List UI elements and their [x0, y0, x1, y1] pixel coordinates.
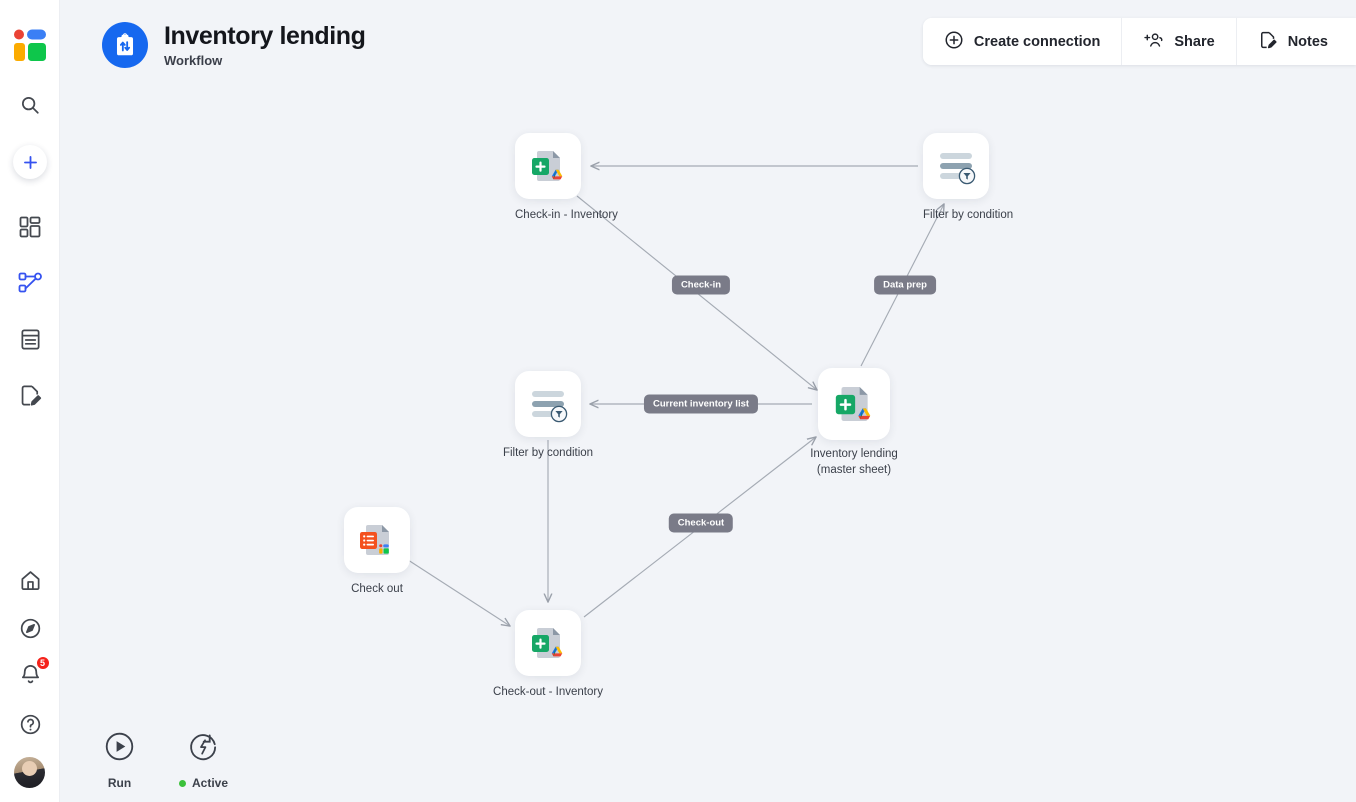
google-sheets-drive-icon	[532, 628, 563, 658]
add-icon[interactable]	[13, 145, 47, 179]
page-header: Inventory lending Workflow Create connec…	[60, 0, 1356, 88]
google-forms-app-icon	[360, 525, 389, 555]
google-sheets-drive-icon	[835, 386, 871, 422]
node-label-check-in-inventory: Check-in - Inventory	[515, 209, 618, 221]
avatar[interactable]	[14, 757, 45, 788]
node-master-sheet[interactable]	[818, 368, 890, 440]
compass-icon[interactable]	[0, 615, 60, 641]
main-area: Inventory lending Workflow Create connec…	[60, 0, 1356, 802]
edge-label-check-in: Check-in	[671, 275, 731, 295]
document-icon[interactable]	[0, 326, 60, 352]
edge-label-check-out: Check-out	[668, 513, 734, 533]
filter-rows-icon	[532, 391, 568, 423]
create-connection-button[interactable]: Create connection	[922, 18, 1123, 65]
page-title: Inventory lending	[164, 22, 366, 51]
plus-circle-icon	[944, 30, 964, 54]
bell-icon[interactable]: 5	[0, 656, 60, 689]
node-label-check-out-form: Check out	[351, 583, 403, 595]
edge-label-current-inventory-list: Current inventory list	[643, 394, 759, 414]
node-label-filter-by-condition-middle: Filter by condition	[502, 447, 594, 459]
edge-label-data-prep: Data prep	[874, 275, 936, 295]
status-label-wrap: Active	[179, 776, 228, 790]
node-filter-by-condition-middle[interactable]	[515, 371, 581, 437]
page-subtitle: Workflow	[164, 52, 223, 68]
node-label-check-out-inventory: Check-out - Inventory	[493, 686, 603, 698]
status-dot	[179, 779, 186, 787]
node-check-out-form[interactable]	[344, 507, 410, 573]
header-actions: Create connection Share	[922, 18, 1356, 65]
create-connection-label: Create connection	[973, 33, 1101, 50]
app-logo[interactable]	[13, 28, 47, 62]
sidebar: 5	[0, 0, 60, 802]
share-button[interactable]: Share	[1122, 18, 1237, 65]
title-block: Inventory lending Workflow	[102, 22, 366, 68]
clipboard-transfer-icon	[102, 22, 148, 68]
play-circle-icon	[104, 731, 135, 767]
search-icon[interactable]	[0, 92, 60, 118]
home-icon[interactable]	[0, 567, 60, 593]
status-label: Active	[192, 776, 229, 790]
notes-label: Notes	[1287, 33, 1328, 50]
node-check-out-inventory[interactable]	[515, 610, 581, 676]
workflow-canvas[interactable]: Check-in - Inventory Filter by condition	[60, 0, 1356, 802]
node-label-master-sheet: Inventory lending (master sheet)	[810, 448, 898, 476]
note-edit-icon	[1258, 30, 1278, 54]
canvas-controls: Run Active	[104, 731, 228, 790]
run-button[interactable]: Run	[104, 731, 135, 790]
run-label: Run	[107, 776, 132, 790]
node-check-in-inventory[interactable]	[515, 133, 581, 199]
add-people-icon	[1143, 30, 1164, 54]
sidebar-item-workflows[interactable]	[0, 270, 60, 296]
auto-refresh-icon	[188, 731, 219, 767]
edit-document-icon[interactable]	[0, 382, 60, 408]
node-label-filter-by-condition-top: Filter by condition	[923, 209, 1014, 221]
help-icon[interactable]	[0, 711, 60, 737]
google-sheets-drive-icon	[532, 151, 563, 181]
filter-rows-icon	[940, 153, 976, 185]
share-label: Share	[1174, 33, 1215, 50]
status-active[interactable]: Active	[179, 731, 228, 790]
notes-button[interactable]: Notes	[1236, 18, 1356, 65]
dashboard-icon[interactable]	[0, 214, 60, 240]
notification-badge: 5	[35, 656, 50, 670]
node-filter-by-condition-top[interactable]	[923, 133, 989, 199]
